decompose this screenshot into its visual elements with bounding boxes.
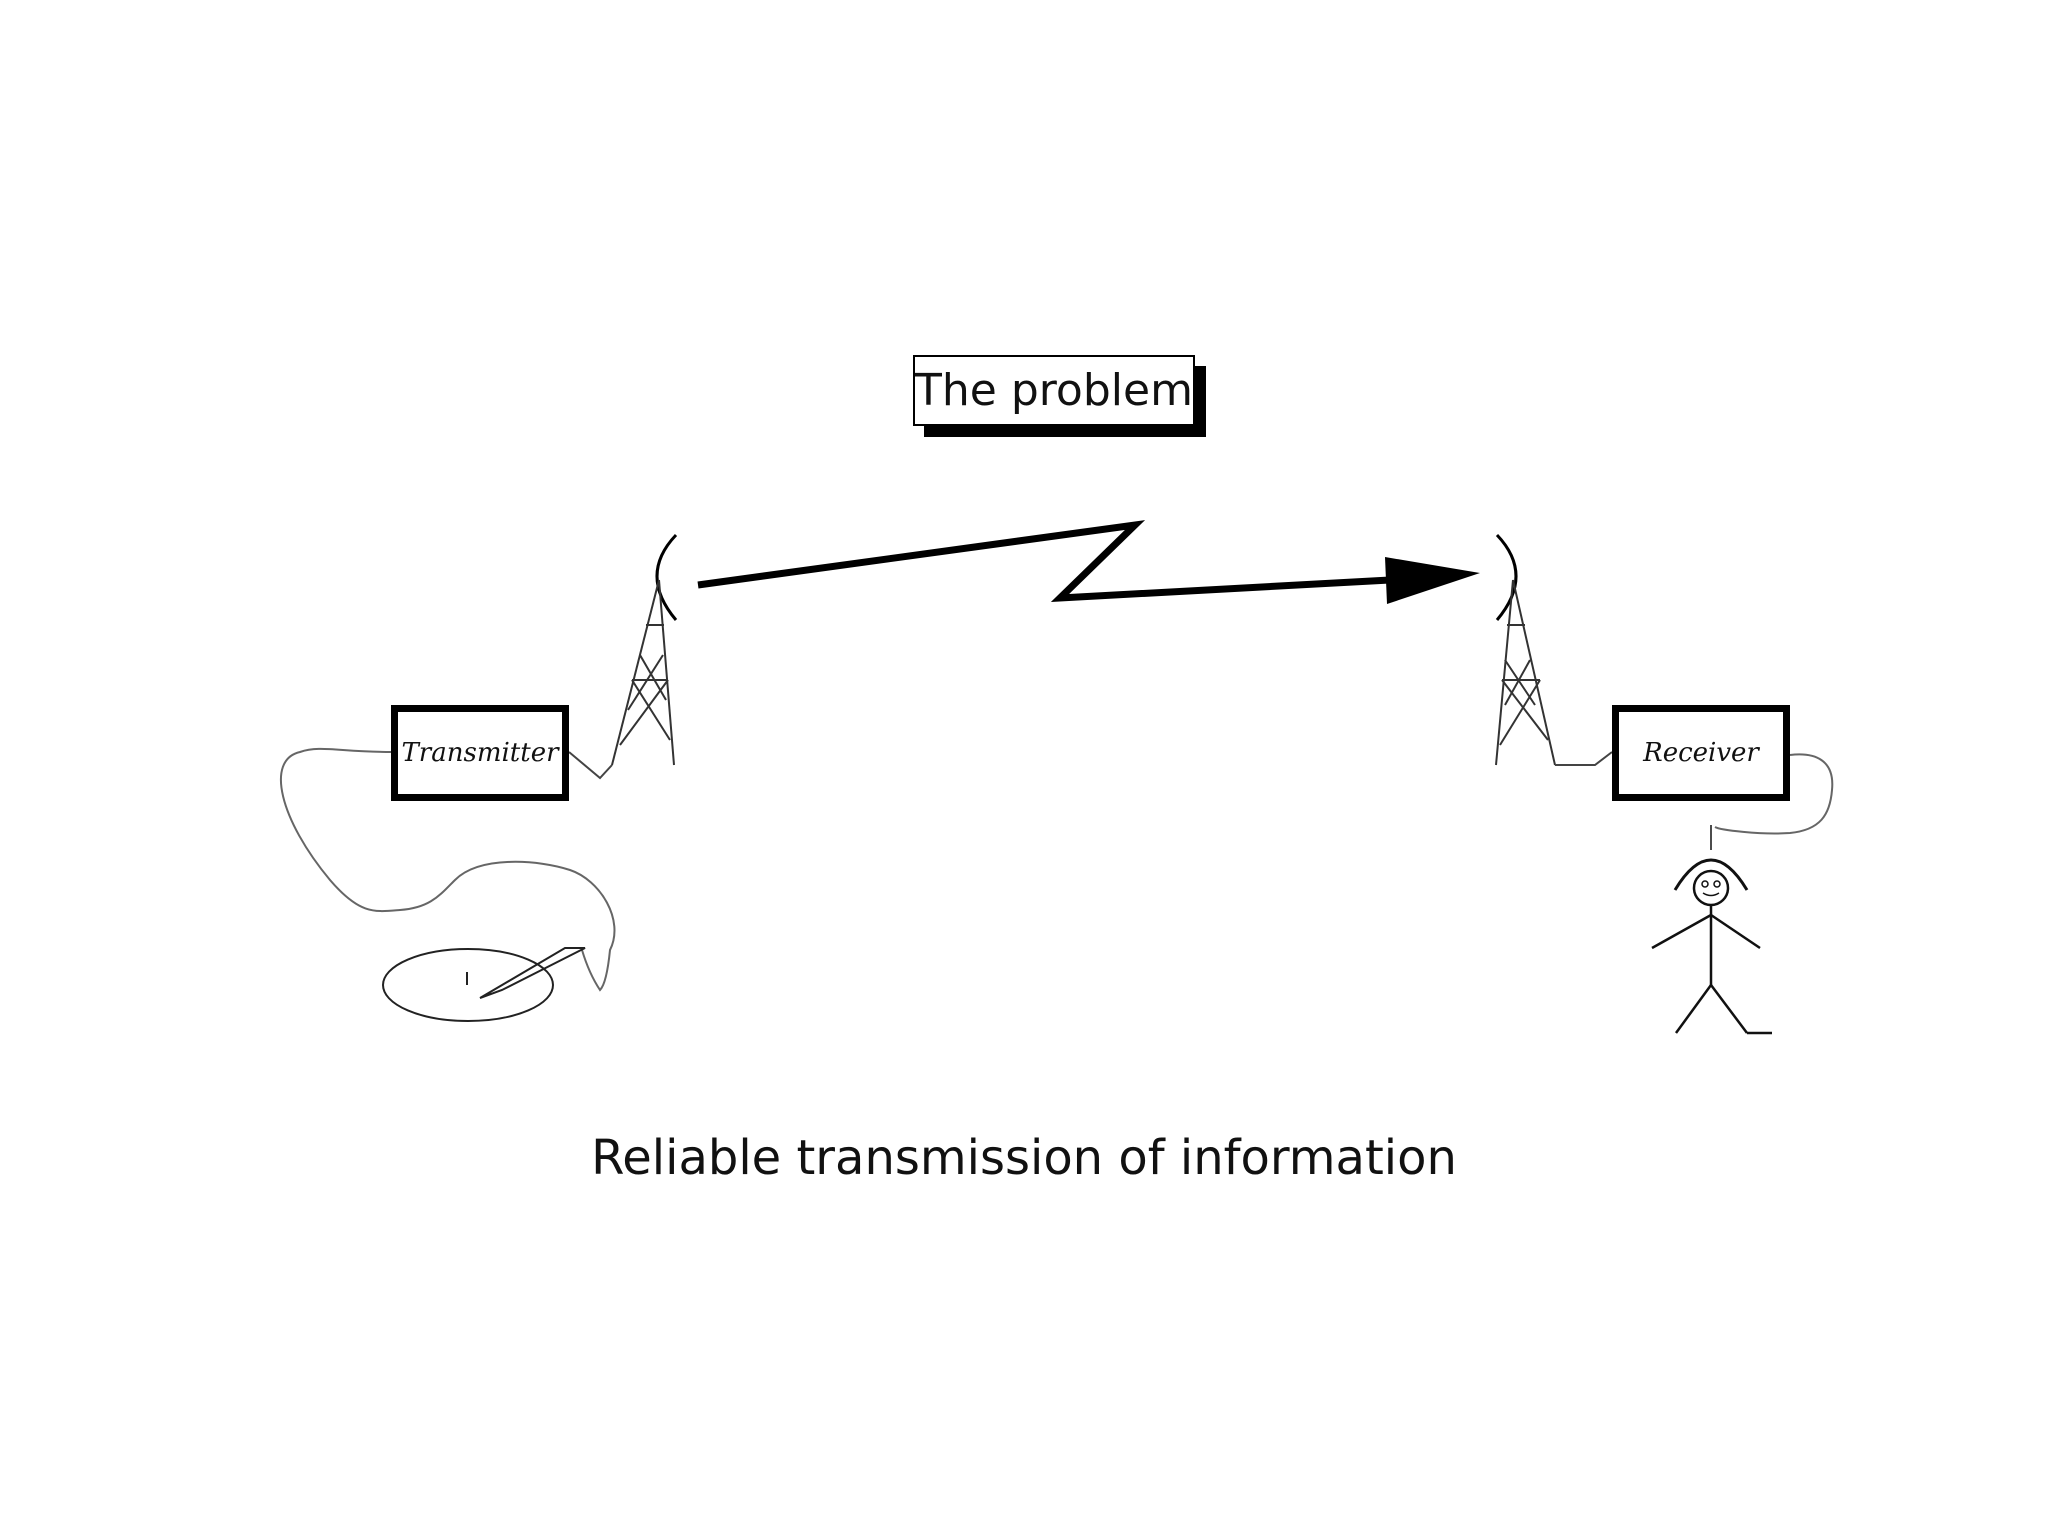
signal-arrow-icon <box>697 520 1480 604</box>
transmitter-box: Transmitter <box>391 705 569 801</box>
transmitter-antenna-wire <box>568 751 613 780</box>
receiver-antenna-wire <box>1555 751 1613 766</box>
microphone-icon <box>382 947 586 1022</box>
microphone-cable <box>279 747 616 992</box>
caption-text: Reliable transmission of information <box>591 1130 1457 1186</box>
receiver-box: Receiver <box>1612 705 1790 801</box>
headphone-cable <box>1714 753 1834 835</box>
receiver-tower-icon <box>1495 533 1556 766</box>
transmitter-tower-icon <box>611 533 678 766</box>
listener-person-icon <box>1651 825 1772 1035</box>
page-title: The problem <box>913 355 1195 426</box>
